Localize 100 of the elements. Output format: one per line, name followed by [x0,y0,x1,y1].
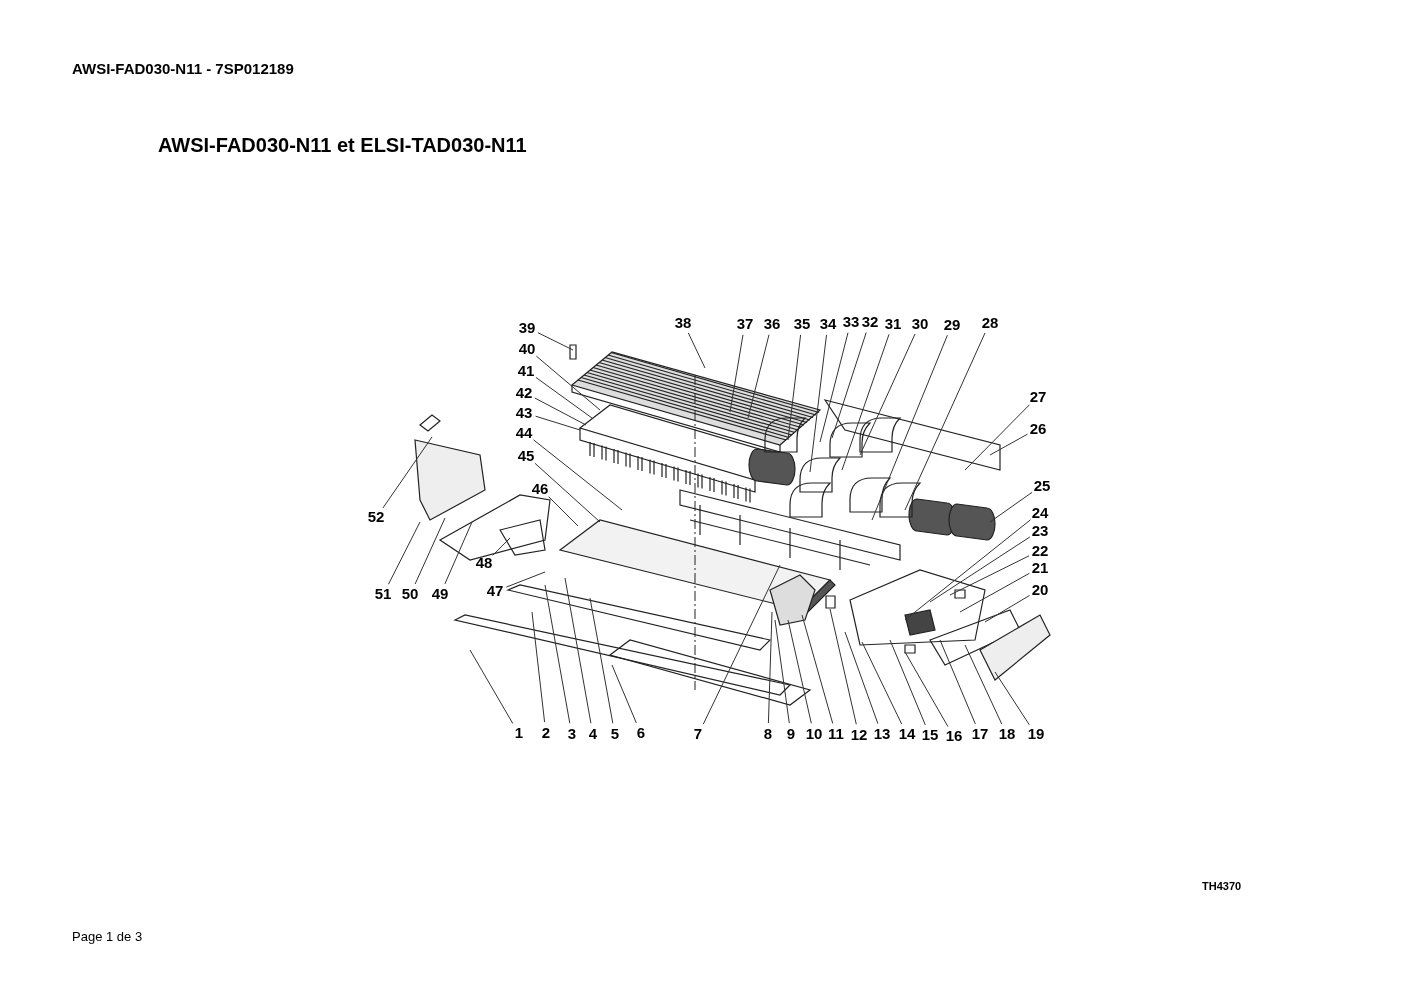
leader-line [787,334,802,441]
leader-line [469,649,514,724]
leader-line [535,355,601,411]
leader-line [959,572,1030,613]
leader-line [984,595,1030,623]
leader-line [505,571,546,588]
leader-line [535,415,581,431]
leader-line [929,536,1031,603]
leader-line [537,332,574,351]
callout-number: 45 [517,448,535,464]
leader-line [989,491,1033,523]
model-reference: AWSI-FAD030-N11 - 7SP012189 [72,60,294,77]
drawing-number: TH4370 [1202,880,1242,892]
callout-number: 23 [1031,523,1049,539]
callout-number: 40 [518,341,536,357]
callout-number: 43 [515,405,533,421]
leader-line [861,641,903,725]
leader-line [939,639,976,725]
callout-number: 50 [401,586,419,602]
callout-number: 15 [921,727,939,743]
leader-line [564,577,592,724]
callout-number: 4 [588,726,598,742]
leader-line [767,611,773,724]
leader-line [774,619,790,724]
leader-line [829,608,857,725]
leader-line [544,584,571,724]
leader-line [809,334,827,473]
callout-number: 5 [610,726,620,742]
leader-line [531,611,546,723]
leader-line [747,334,770,419]
callout-number: 3 [567,726,577,742]
page-title: AWSI-FAD030-N11 et ELSI-TAD030-N11 [158,134,527,157]
leader-line [533,439,623,511]
callout-number: 8 [763,726,773,742]
leader-line [534,462,601,523]
callout-number: 22 [1031,543,1049,559]
leader-line [819,332,849,443]
callout-number: 32 [861,314,879,330]
leader-line [964,404,1030,471]
callout-number: 25 [1033,478,1051,494]
callout-number: 51 [374,586,392,602]
callout-number: 7 [693,726,703,742]
callout-number: 28 [981,315,999,331]
leader-line [444,521,473,585]
callout-number: 37 [736,316,754,332]
callout-number: 33 [842,314,860,330]
callout-number: 42 [515,385,533,401]
leader-line [889,639,926,726]
callout-number: 36 [763,316,781,332]
leader-line [787,619,812,724]
callout-number: 6 [636,725,646,741]
callout-number: 20 [1031,582,1049,598]
leader-line [964,644,1003,725]
leader-line [904,519,1031,621]
leader-line [801,614,834,724]
callout-number: 11 [828,726,844,742]
leader-line [871,334,948,521]
leader-line [844,631,879,725]
leader-line [831,332,867,439]
callout-number: 46 [531,481,549,497]
callout-number: 41 [517,363,535,379]
callout-number: 44 [515,425,533,441]
callout-number: 10 [805,726,823,742]
callout-number: 18 [998,726,1016,742]
callout-number: 12 [850,727,868,743]
callout-number: 38 [674,315,692,331]
leader-line [841,333,890,471]
leader-line [994,671,1030,726]
callout-number: 27 [1029,389,1047,405]
callout-number: 2 [541,725,551,741]
leader-line [904,651,949,727]
callout-number: 35 [793,316,811,332]
leader-line [859,333,916,456]
page-number: Page 1 de 3 [72,929,143,944]
callout-number: 21 [1031,560,1049,576]
callout-number: 9 [786,726,796,742]
leader-line [548,496,579,527]
callout-number: 29 [943,317,961,333]
callout-number: 26 [1029,421,1047,437]
leader-line [702,564,781,725]
leader-line [729,334,744,413]
callout-number: 14 [898,726,916,742]
leader-line [611,664,637,724]
leader-line [535,376,593,419]
callout-number: 17 [971,726,989,742]
callout-number: 1 [514,725,524,741]
callout-number: 31 [884,316,902,332]
leader-line [949,555,1030,596]
callout-number: 39 [518,320,536,336]
leader-line [904,332,986,511]
callout-number: 13 [873,726,891,742]
leader-line [534,397,587,426]
callout-number: 16 [945,728,963,744]
leader-line [388,521,421,585]
callout-number: 49 [431,586,449,602]
callout-number: 52 [367,509,385,525]
callout-number: 34 [819,316,837,332]
leader-line [414,517,446,585]
leader-line [989,433,1028,456]
leader-line [382,436,433,509]
